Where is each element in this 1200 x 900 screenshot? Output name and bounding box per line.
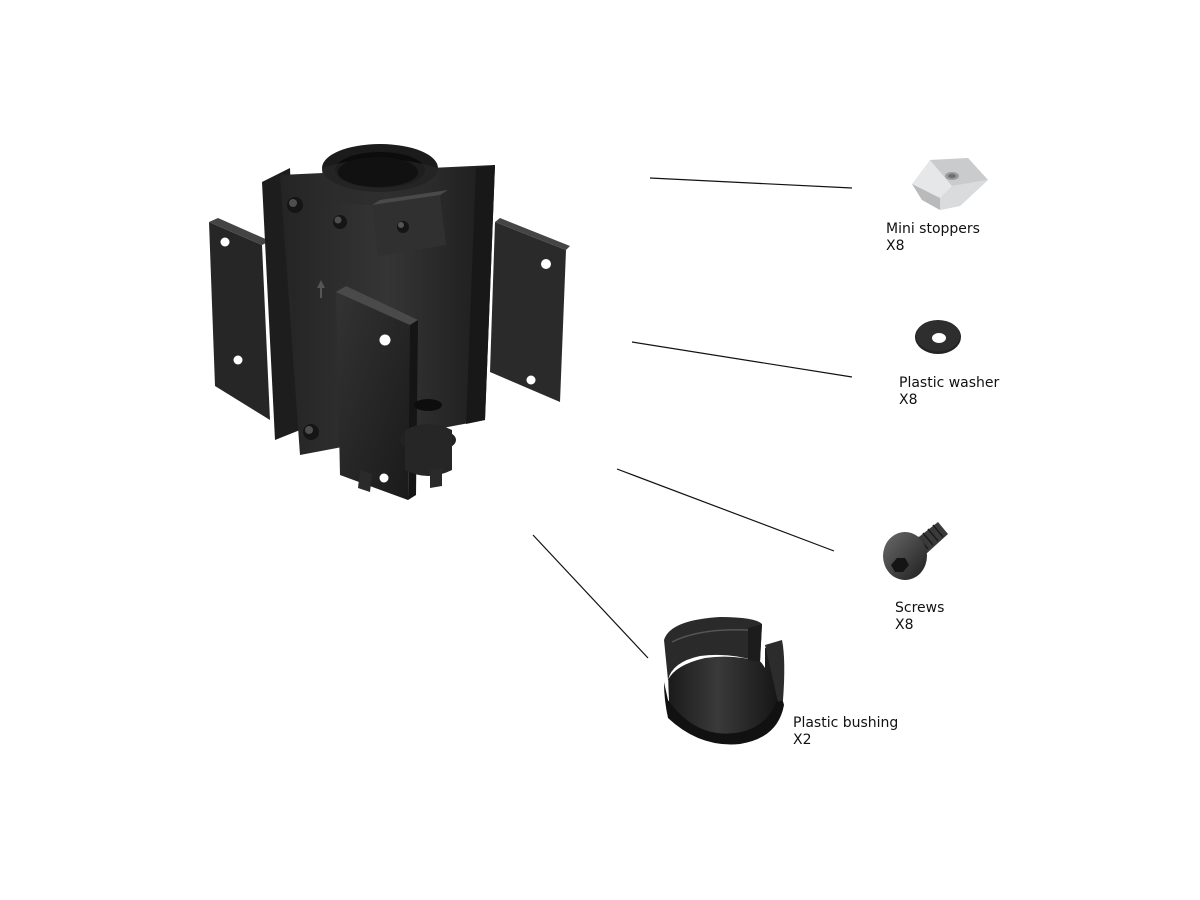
washer-icon [915, 320, 961, 354]
part-name: Screws [895, 600, 945, 616]
part-name: Plastic washer [899, 375, 1000, 391]
bushing-icon [664, 617, 785, 745]
part-quantity: X2 [793, 732, 812, 748]
part-name: Plastic bushing [793, 715, 899, 731]
leader-line-screws [616, 468, 835, 552]
label-plastic-washer: Plastic washer X8 [899, 375, 999, 409]
screw-icon [883, 522, 948, 580]
leader-line-mini-stoppers [649, 177, 853, 189]
part-name: Mini stoppers [886, 221, 980, 237]
pole-mount-bracket-icon [209, 144, 570, 500]
part-quantity: X8 [886, 238, 905, 254]
leader-line-plastic-bushing [532, 534, 649, 659]
label-plastic-bushing: Plastic bushing X2 [793, 715, 898, 749]
label-screws: Screws X8 [895, 600, 944, 634]
leader-lines [532, 177, 853, 659]
label-mini-stoppers: Mini stoppers X8 [886, 221, 980, 255]
mini-stopper-icon [912, 158, 988, 210]
leader-line-plastic-washer [631, 341, 853, 378]
part-quantity: X8 [899, 392, 918, 408]
part-quantity: X8 [895, 617, 914, 633]
